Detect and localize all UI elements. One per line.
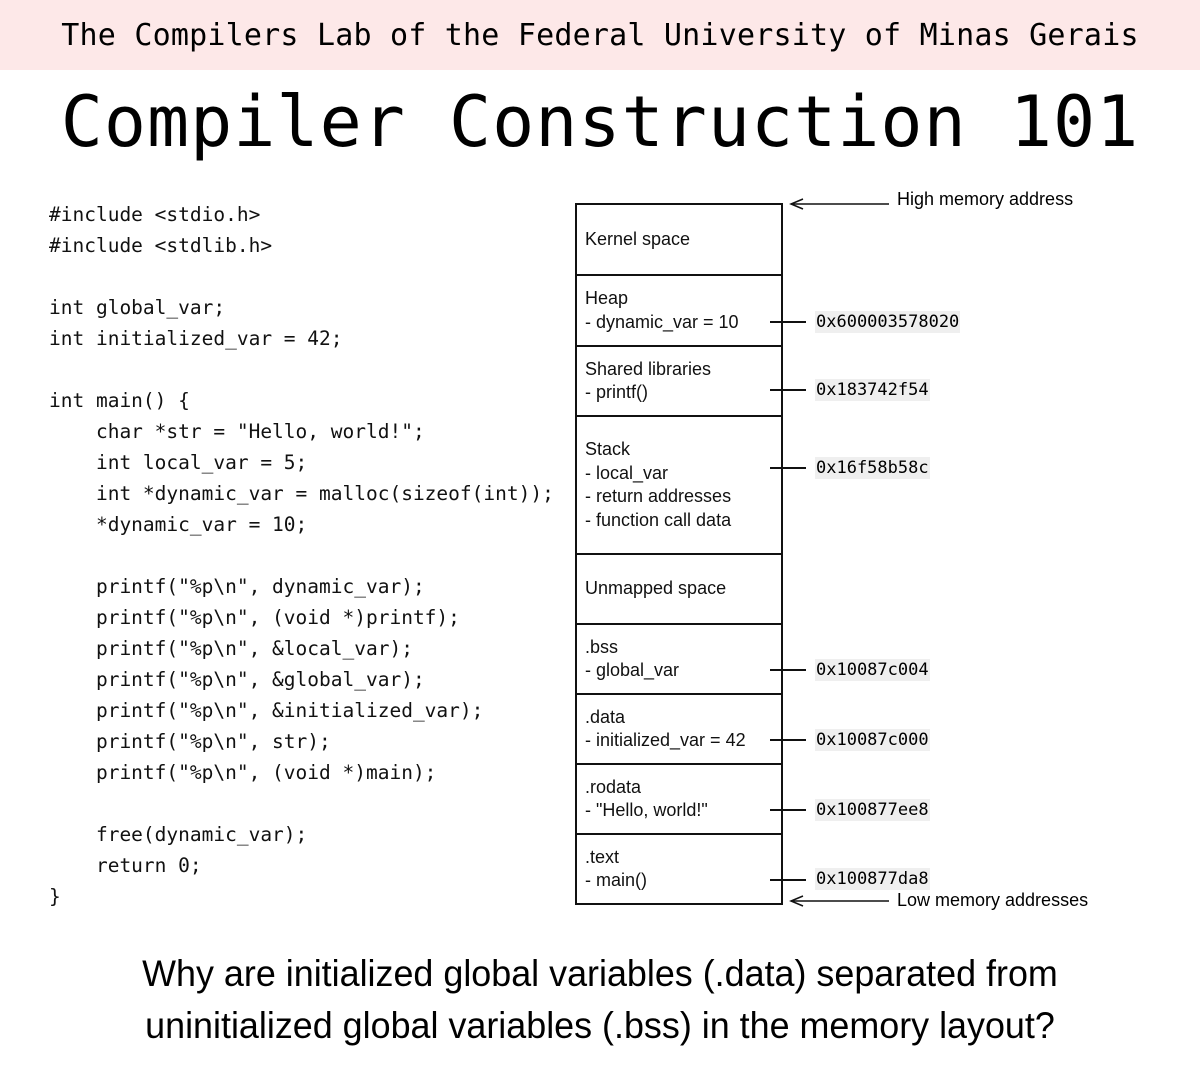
rodata-address-tick	[770, 809, 806, 811]
text-address: 0x100877da8	[815, 868, 930, 890]
code-line: printf("%p\n", &global_var);	[49, 668, 425, 691]
high-memory-label: High memory address	[897, 189, 1074, 209]
bss-address-tick	[770, 669, 806, 671]
code-line: free(dynamic_var);	[49, 823, 308, 846]
stack-address: 0x16f58b58c	[815, 457, 930, 479]
memory-layout-diagram: Kernel space Heap - dynamic_var = 10 Sha…	[575, 203, 783, 905]
segment-name: .bss	[585, 636, 619, 657]
code-line: printf("%p\n", &initialized_var);	[49, 699, 484, 722]
code-line	[49, 261, 554, 292]
segment-item: - initialized_var = 42	[585, 730, 746, 750]
bss-address: 0x10087c004	[815, 659, 930, 681]
segment-name: .rodata	[585, 776, 642, 797]
code-line	[49, 788, 554, 819]
shared-libraries-address: 0x183742f54	[815, 379, 930, 401]
segment-name: Stack	[585, 439, 631, 459]
code-line: printf("%p\n", (void *)main);	[49, 761, 437, 784]
segment-stack: Stack - local_var - return addresses - f…	[577, 415, 781, 553]
segment-shared-libraries: Shared libraries - printf()	[577, 345, 781, 415]
segment-item: - function call data	[585, 509, 732, 530]
segment-name: Unmapped space	[585, 578, 727, 599]
segment-data: .data - initialized_var = 42	[577, 693, 781, 763]
segment-item: - dynamic_var = 10	[585, 311, 739, 332]
text-address-tick	[770, 879, 806, 881]
code-line: int *dynamic_var = malloc(sizeof(int));	[49, 482, 554, 505]
segment-text: .text - main()	[577, 833, 781, 903]
code-line: int global_var;	[49, 296, 226, 319]
segment-kernel-space: Kernel space	[577, 205, 781, 274]
code-line: int main() {	[49, 389, 190, 412]
page-title: Compiler Construction 101	[60, 81, 1140, 163]
stack-address-tick	[770, 467, 806, 469]
code-listing: #include <stdio.h> #include <stdlib.h> i…	[49, 199, 554, 912]
shared-libraries-address-tick	[770, 389, 806, 391]
question-line-2: uninitialized global variables (.bss) in…	[145, 1005, 1055, 1046]
code-line	[49, 354, 554, 385]
code-line: printf("%p\n", dynamic_var);	[49, 575, 425, 598]
lab-name: The Compilers Lab of the Federal Univers…	[61, 17, 1139, 53]
code-line: #include <stdlib.h>	[49, 234, 273, 257]
segment-name: Heap	[585, 288, 629, 308]
segment-rodata: .rodata - "Hello, world!"	[577, 763, 781, 833]
code-line: char *str = "Hello, world!";	[49, 420, 425, 443]
segment-item: - global_var	[585, 660, 680, 680]
question-line-1: Why are initialized global variables (.d…	[142, 953, 1058, 994]
code-line: *dynamic_var = 10;	[49, 513, 308, 536]
code-line: printf("%p\n", &local_var);	[49, 637, 413, 660]
low-address-arrow-icon	[789, 895, 889, 907]
segment-item: - printf()	[585, 382, 648, 402]
heap-address: 0x600003578020	[815, 311, 961, 333]
low-memory-label: Low memory addresses	[897, 890, 1089, 910]
heap-address-tick	[770, 321, 806, 323]
segment-bss: .bss - global_var	[577, 623, 781, 693]
segment-name: .text	[585, 846, 620, 867]
code-line: int initialized_var = 42;	[49, 327, 343, 350]
code-line: return 0;	[49, 854, 202, 877]
segment-item: - main()	[585, 870, 647, 890]
segment-unmapped-space: Unmapped space	[577, 553, 781, 623]
segment-heap: Heap - dynamic_var = 10	[577, 274, 781, 345]
lab-banner: The Compilers Lab of the Federal Univers…	[0, 0, 1200, 70]
rodata-address: 0x100877ee8	[815, 799, 930, 821]
code-line: printf("%p\n", str);	[49, 730, 331, 753]
question-text: Why are initialized global variables (.d…	[18, 948, 1182, 1052]
code-line: int local_var = 5;	[49, 451, 308, 474]
segment-item: - local_var	[585, 462, 669, 483]
segment-name: Shared libraries	[585, 358, 712, 379]
segment-name: .data	[585, 706, 626, 727]
high-address-arrow-icon	[789, 198, 889, 210]
code-line	[49, 540, 554, 571]
code-line: #include <stdio.h>	[49, 203, 261, 226]
segment-name: Kernel space	[585, 228, 691, 249]
data-address: 0x10087c000	[815, 729, 930, 751]
segment-item: - return addresses	[585, 486, 732, 506]
segment-item: - "Hello, world!"	[585, 800, 708, 820]
data-address-tick	[770, 739, 806, 741]
code-line: }	[49, 885, 61, 908]
code-line: printf("%p\n", (void *)printf);	[49, 606, 460, 629]
